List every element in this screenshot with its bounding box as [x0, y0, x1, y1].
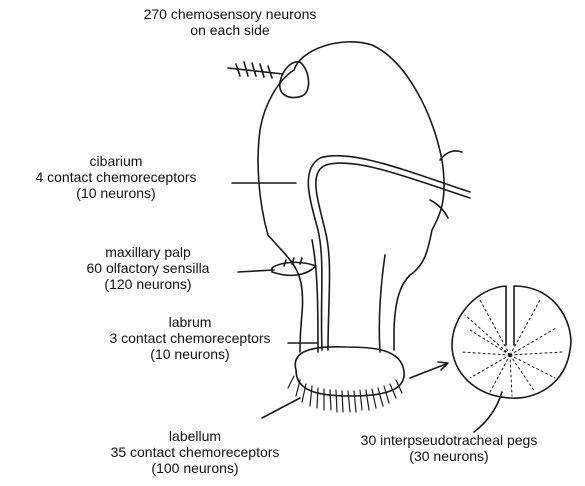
cibarium-count: (10 neurons): [0, 185, 232, 201]
cibarium-label: cibarium 4 contact chemoreceptors (10 ne…: [0, 153, 232, 201]
labrum-name: labrum: [92, 314, 288, 330]
labellum-count: (100 neurons): [80, 460, 310, 476]
pegs-count: (30 neurons): [330, 448, 568, 464]
head-bristle: [440, 151, 462, 160]
food-canal: [308, 156, 470, 350]
arrow-line: [410, 364, 446, 378]
labrum-label: labrum 3 contact chemoreceptors (10 neur…: [92, 314, 288, 362]
antenna: [280, 62, 309, 98]
antenna-label-line1: 270 chemosensory neurons: [120, 6, 340, 22]
proboscis: [312, 240, 385, 352]
labellum-detail: 35 contact chemoreceptors: [80, 444, 310, 460]
pegs-label: 30 interpseudotracheal pegs (30 neurons): [330, 432, 568, 464]
maxillary-palp-label: maxillary palp 60 olfactory sensilla (12…: [58, 244, 238, 292]
arista: [228, 62, 283, 78]
leader-pegs: [474, 392, 502, 432]
cibarium-detail: 4 contact chemoreceptors: [0, 169, 232, 185]
antenna-label-line2: on each side: [120, 22, 340, 38]
pegs-disc: [452, 286, 571, 398]
food-canal: [316, 163, 470, 350]
leader-palp: [238, 270, 274, 272]
palp-name: maxillary palp: [58, 244, 238, 260]
labellum-bristles: [288, 376, 402, 412]
antenna-label: 270 chemosensory neurons on each side: [120, 6, 340, 38]
pegs-name: 30 interpseudotracheal pegs: [330, 432, 568, 448]
labellum-label: labellum 35 contact chemoreceptors (100 …: [80, 428, 310, 476]
labellum-name: labellum: [80, 428, 310, 444]
palp-count: (120 neurons): [58, 276, 238, 292]
labrum-count: (10 neurons): [92, 346, 288, 362]
palp-detail: 60 olfactory sensilla: [58, 260, 238, 276]
labrum-detail: 3 contact chemoreceptors: [92, 330, 288, 346]
cibarium-name: cibarium: [0, 153, 232, 169]
leader-labellum: [262, 398, 300, 418]
head-capsule: [258, 42, 444, 352]
